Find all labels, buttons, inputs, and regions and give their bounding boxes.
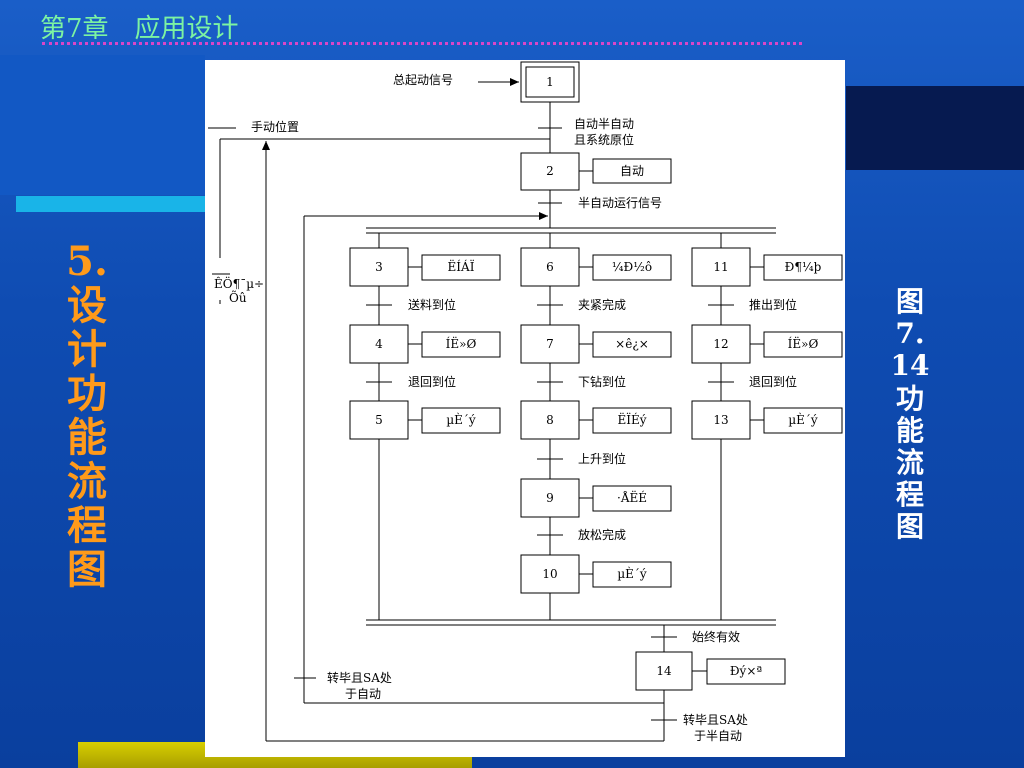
- step-8-action-box: [592, 407, 672, 434]
- step-13-box: [691, 400, 751, 440]
- step-1-number: 1: [546, 75, 554, 89]
- step-13-action: µÈ´ý: [788, 412, 818, 427]
- transition-auto-return-line2: 于自动: [345, 687, 381, 701]
- transition-auto-line1: 自动半自动: [574, 117, 634, 131]
- manual-box-line1: ÊÖ¶¯µ÷: [214, 275, 264, 291]
- step-11-number: 11: [713, 260, 728, 274]
- step-13-number: 13: [713, 413, 728, 427]
- step-2-number: 2: [546, 164, 554, 178]
- step-6-action: ¼Ð½ô: [612, 260, 652, 274]
- transition-manual: 手动位置: [251, 119, 299, 134]
- step-10-action-box: [592, 561, 672, 588]
- step-4-action: ÍË»Ø: [446, 335, 477, 351]
- step-10-action: µÈ´ý: [617, 566, 647, 581]
- transition-semi: 半自动运行信号: [578, 196, 662, 210]
- transition-9-10: 放松完成: [578, 527, 626, 542]
- transition-11-12: 推出到位: [749, 297, 797, 312]
- step-7-box: [520, 324, 580, 364]
- step-13-action-box: [763, 407, 843, 434]
- transition-14: 始终有效: [692, 629, 740, 644]
- transition-auto-return-line1: 转毕且SA处: [327, 670, 392, 685]
- step-4-action-box: [421, 331, 501, 358]
- transition-3-4: 送料到位: [408, 297, 456, 312]
- step-14-box: [635, 651, 693, 691]
- section-title: 5. 设计功能流程图: [66, 238, 108, 593]
- step-14-action-box: [706, 658, 786, 685]
- transition-8-9: 上升到位: [578, 451, 626, 466]
- step-6-action-box: [592, 254, 672, 281]
- transition-4-5: 退回到位: [408, 374, 456, 389]
- step-5-number: 5: [375, 413, 383, 427]
- step-9-action-box: [592, 485, 672, 512]
- step-6-number: 6: [546, 260, 554, 274]
- step-1-box-inner: [525, 66, 575, 98]
- step-14-number: 14: [656, 664, 672, 678]
- step-14-action: Ðý×ª: [730, 664, 763, 678]
- step-5-box: [349, 400, 409, 440]
- transition-semi-return-line2: 于半自动: [694, 729, 742, 743]
- step-12-number: 12: [713, 337, 728, 351]
- step-10-box: [520, 554, 580, 594]
- dark-panel-right: [846, 86, 1024, 170]
- step-5-action-box: [421, 407, 501, 434]
- step-5-action: µÈ´ý: [446, 412, 476, 427]
- step-4-number: 4: [375, 337, 383, 351]
- transition-12-13: 退回到位: [749, 374, 797, 389]
- transition-auto-line2: 且系统原位: [574, 132, 634, 147]
- step-12-box: [691, 324, 751, 364]
- title-underline: [42, 40, 802, 45]
- step-10-number: 10: [542, 567, 557, 581]
- step-9-number: 9: [546, 491, 554, 505]
- step-11-action-box: [763, 254, 843, 281]
- step-3-action-box: [421, 254, 501, 281]
- transition-7-8: 下钻到位: [578, 374, 626, 389]
- cyan-accent-bar: [16, 196, 206, 212]
- step-11-box: [691, 247, 751, 287]
- step-11-action: Ð¶¼þ: [785, 260, 822, 274]
- step-12-action: ÍË»Ø: [788, 335, 819, 351]
- transition-start: 总起动信号: [393, 73, 453, 87]
- background-panel-left: [0, 55, 205, 195]
- step-7-number: 7: [546, 337, 554, 351]
- step-3-action: ËÍÁÏ: [448, 258, 475, 274]
- step-7-action: ×ê¿×: [615, 337, 649, 351]
- step-9-action: ·ÅËÉ: [617, 489, 647, 505]
- step-2-action-box: [592, 158, 672, 184]
- step-7-action-box: [592, 331, 672, 358]
- step-12-action-box: [763, 331, 843, 358]
- step-2-action: 自动: [620, 164, 644, 178]
- step-3-number: 3: [375, 260, 383, 274]
- transition-6-7: 夹紧完成: [578, 297, 626, 312]
- slide-title: 第7章 应用设计: [40, 14, 239, 44]
- step-8-number: 8: [546, 413, 554, 427]
- transition-semi-return-line1: 转毕且SA处: [683, 712, 748, 727]
- manual-box-line2: Õû: [229, 290, 247, 305]
- step-8-action: ËÏÉý: [617, 411, 646, 427]
